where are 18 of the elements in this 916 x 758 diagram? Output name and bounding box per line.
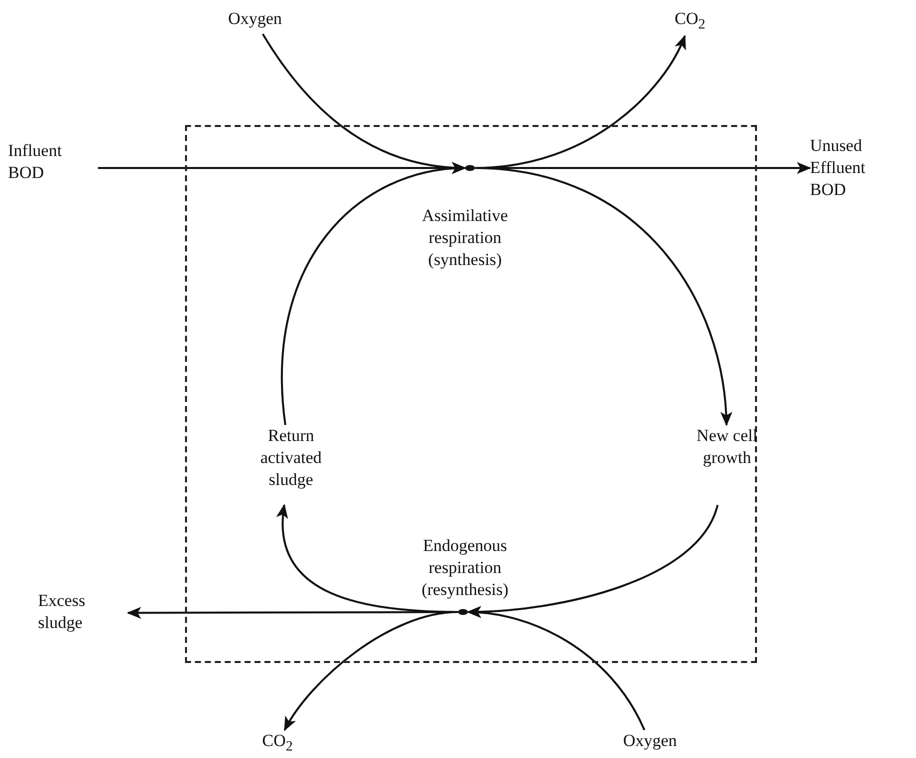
flow-label: CO$_{2}$	[660, 8, 720, 36]
arrow	[474, 167, 732, 426]
flow-label: CO$_{2}$	[250, 730, 305, 758]
arrow	[284, 611, 458, 732]
flow-label: Excess sludge	[38, 590, 128, 636]
flow-label: Return activated sludge	[245, 425, 337, 505]
arrow	[281, 162, 466, 426]
flow-label: Oxygen	[605, 730, 695, 756]
flow-label: Oxygen	[215, 8, 295, 34]
arrow	[466, 606, 646, 730]
flow-label: Influent BOD	[8, 140, 98, 196]
dashed-boundary-box	[185, 125, 757, 663]
process-label: Assimilative respiration (synthesis)	[421, 205, 509, 271]
flow-label: New cell growth	[695, 425, 759, 505]
junction-dot	[465, 165, 475, 171]
flow-label: Unused Effluent BOD	[810, 135, 894, 201]
junction-dot	[458, 609, 468, 615]
process-label: Endogenous respiration (resynthesis)	[420, 535, 510, 601]
